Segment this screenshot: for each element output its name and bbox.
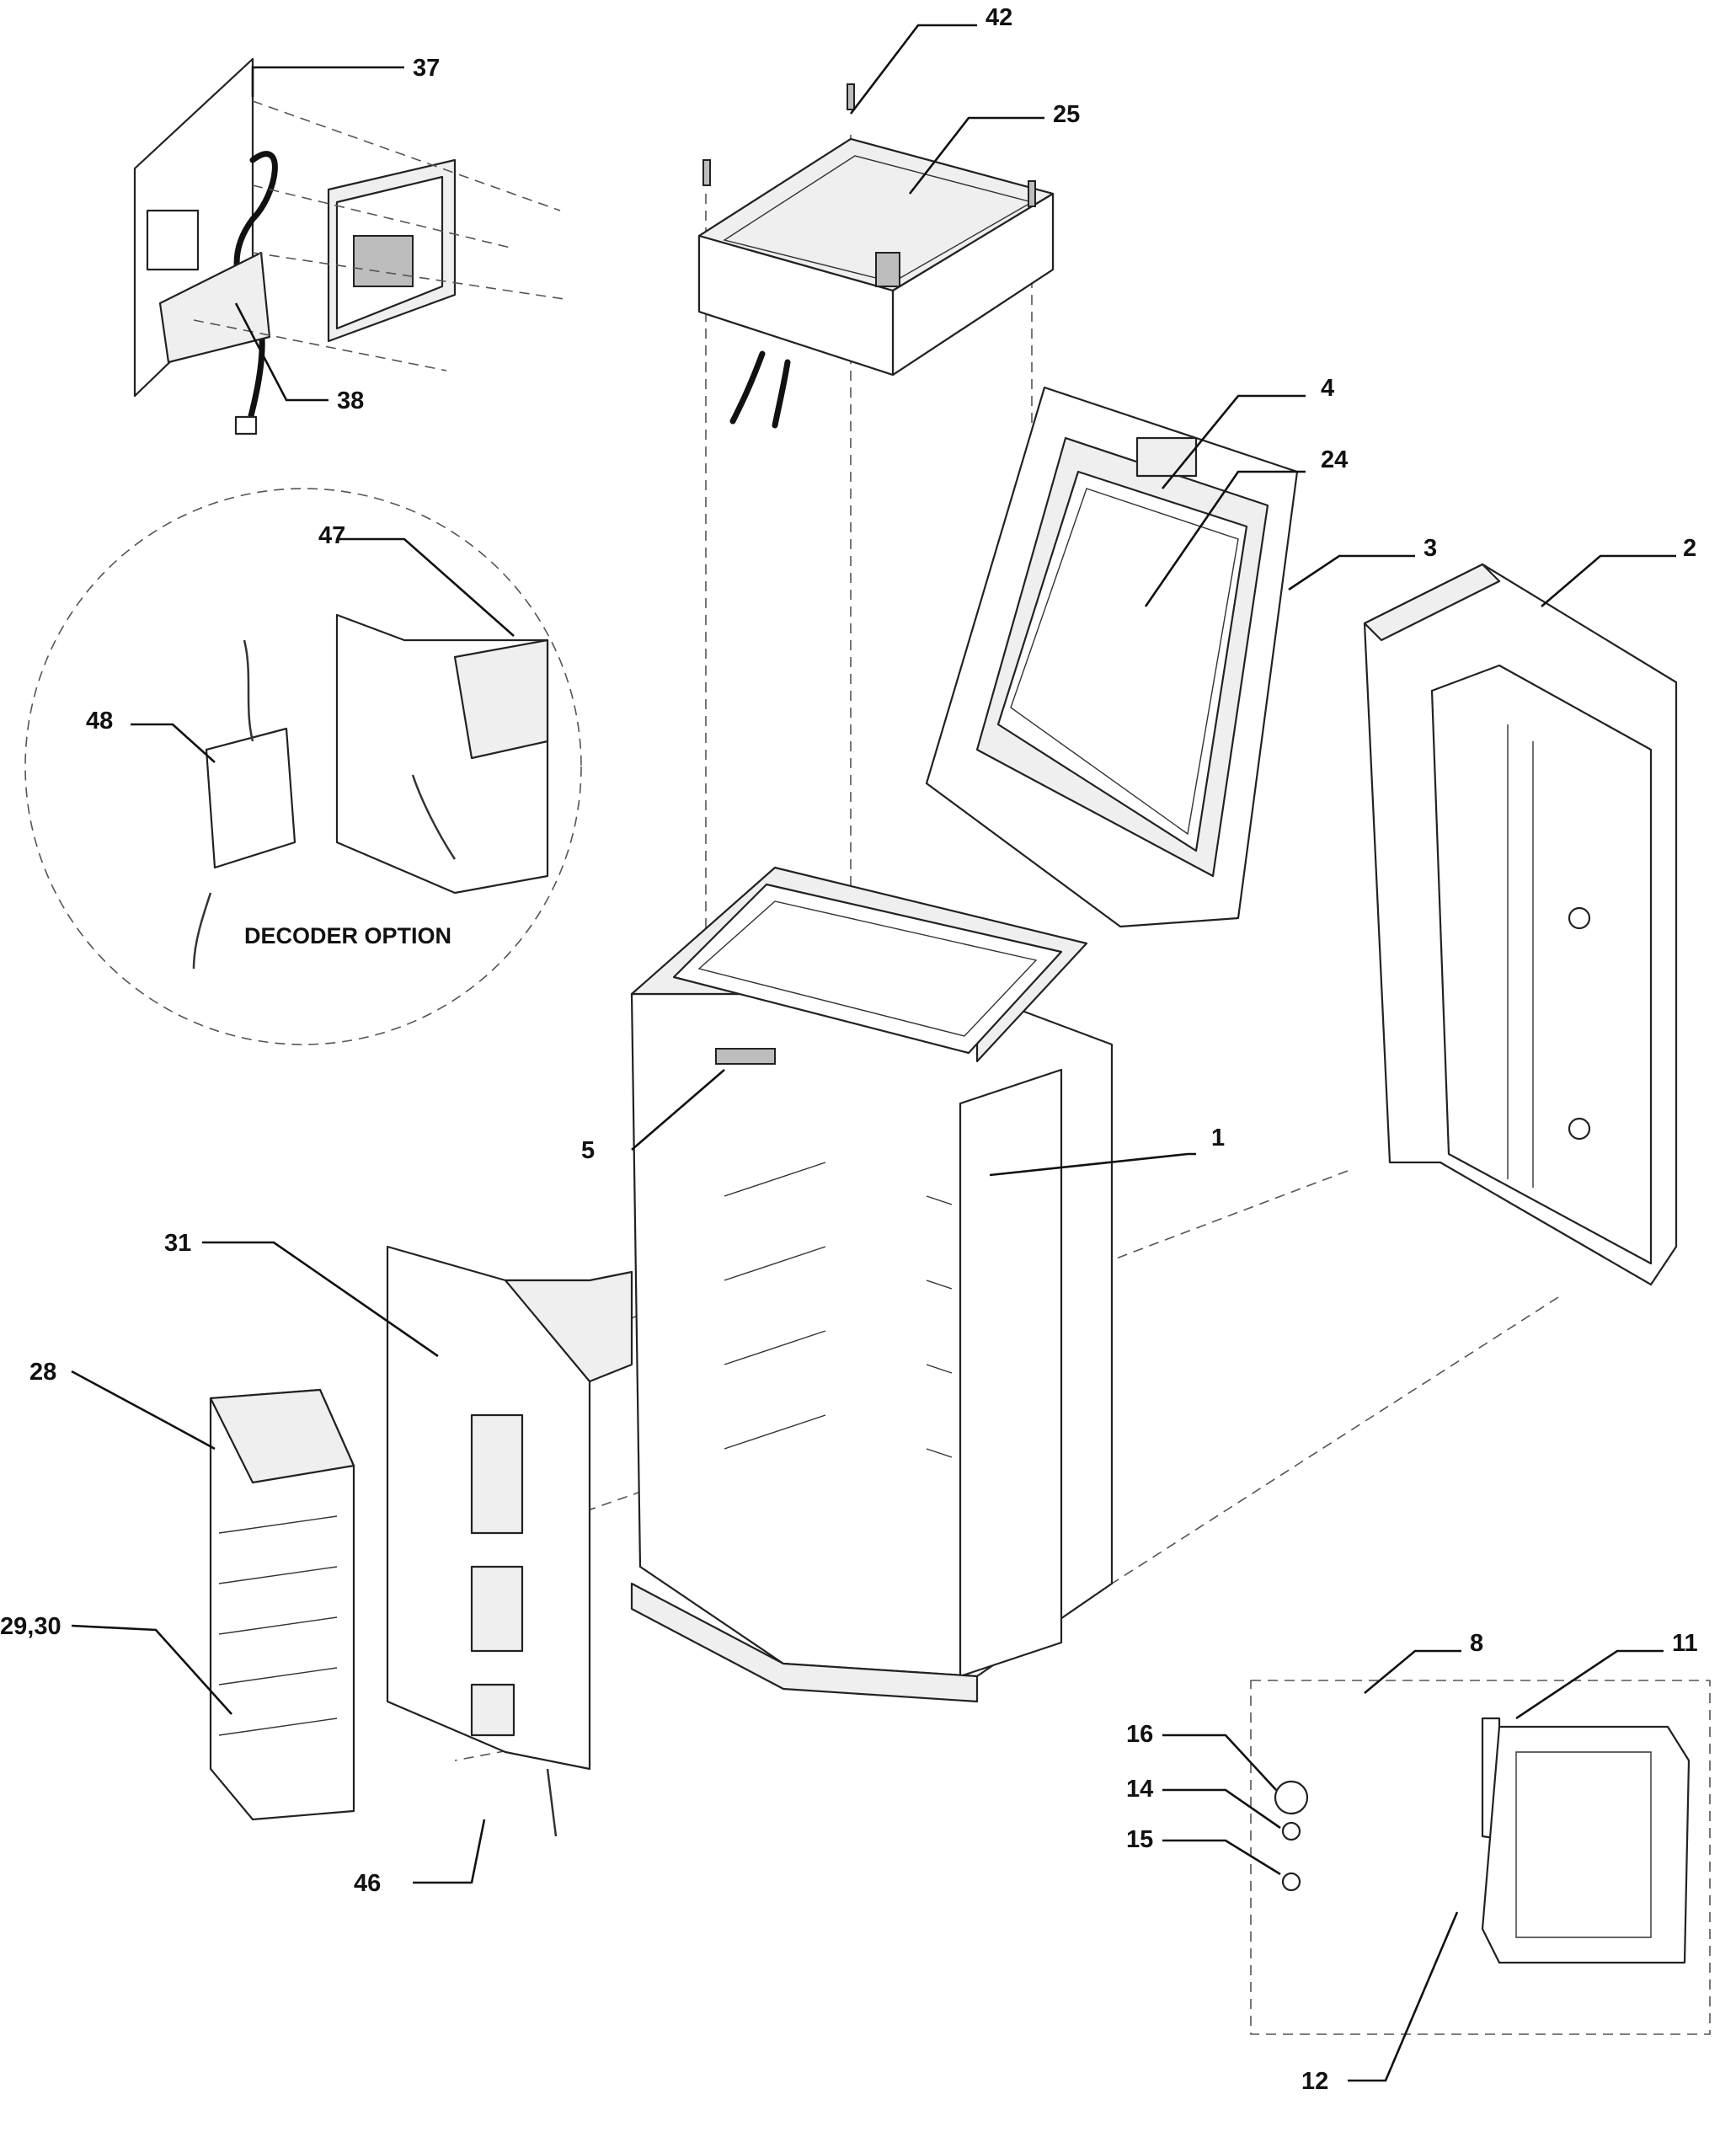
callout-28: 28	[29, 1359, 56, 1386]
decoder-option-label: DECODER OPTION	[244, 923, 451, 948]
facepack-assembly	[697, 83, 1055, 429]
lid-assembly	[925, 386, 1299, 928]
pedestal-body	[630, 866, 1114, 1703]
callout-37: 37	[413, 55, 440, 82]
callout-29-30: 29,30	[0, 1613, 61, 1640]
callout-8: 8	[1470, 1630, 1483, 1657]
facepack-screws	[702, 83, 1036, 207]
callout-47: 47	[318, 522, 345, 549]
backplane-assembly	[386, 1245, 633, 1837]
callout-14: 14	[1126, 1776, 1153, 1803]
callout-2: 2	[1683, 535, 1696, 562]
callout-48: 48	[86, 708, 113, 735]
callout-31: 31	[164, 1230, 191, 1257]
callout-15: 15	[1126, 1826, 1153, 1853]
callout-5: 5	[581, 1137, 595, 1164]
door-panel-assembly	[133, 57, 565, 435]
callout-25: 25	[1053, 101, 1080, 128]
callout-16: 16	[1126, 1721, 1153, 1748]
callout-24: 24	[1321, 446, 1348, 473]
ground-kit	[1250, 1680, 1711, 2035]
callout-4: 4	[1321, 375, 1334, 402]
leader-lines	[71, 24, 1676, 2082]
rear-panel	[1363, 563, 1678, 1286]
callout-38: 38	[337, 387, 364, 414]
callout-12: 12	[1301, 2068, 1328, 2095]
callout-1: 1	[1211, 1125, 1225, 1151]
callout-3: 3	[1424, 535, 1437, 562]
station-module-stack	[209, 1388, 355, 1821]
callout-labels: 1 2 3 4 5 8 11 12 14 15 16 24 25 28 29,3…	[0, 4, 1698, 2095]
callout-42: 42	[986, 4, 1012, 31]
callout-11: 11	[1672, 1630, 1698, 1657]
callout-46: 46	[354, 1870, 381, 1897]
pedestal-ribs	[724, 1162, 953, 1458]
decoder-option-detail: DECODER OPTION	[24, 488, 582, 1045]
